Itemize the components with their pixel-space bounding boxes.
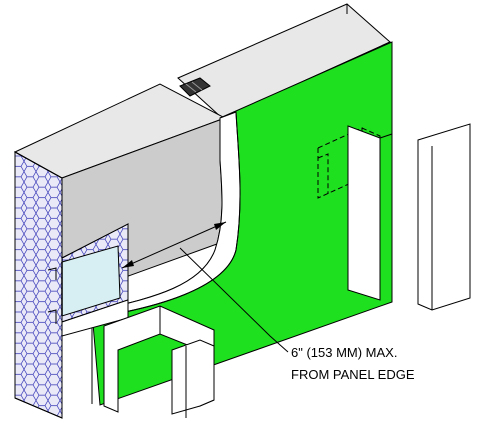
- steel-stud-hidden: [317, 127, 381, 199]
- fastening-clip: [47, 245, 121, 324]
- dimension-line: [121, 221, 227, 269]
- callout-leader: [179, 247, 289, 353]
- steel-stud-bottom: [103, 305, 215, 418]
- joint-sealant: [179, 77, 211, 97]
- steel-stud-right: [347, 123, 471, 311]
- dimension-callout: 6" (153 MM) MAX. FROM PANEL EDGE: [291, 342, 415, 386]
- callout-line-2: FROM PANEL EDGE: [291, 367, 415, 382]
- callout-line-1: 6" (153 MM) MAX.: [291, 345, 398, 360]
